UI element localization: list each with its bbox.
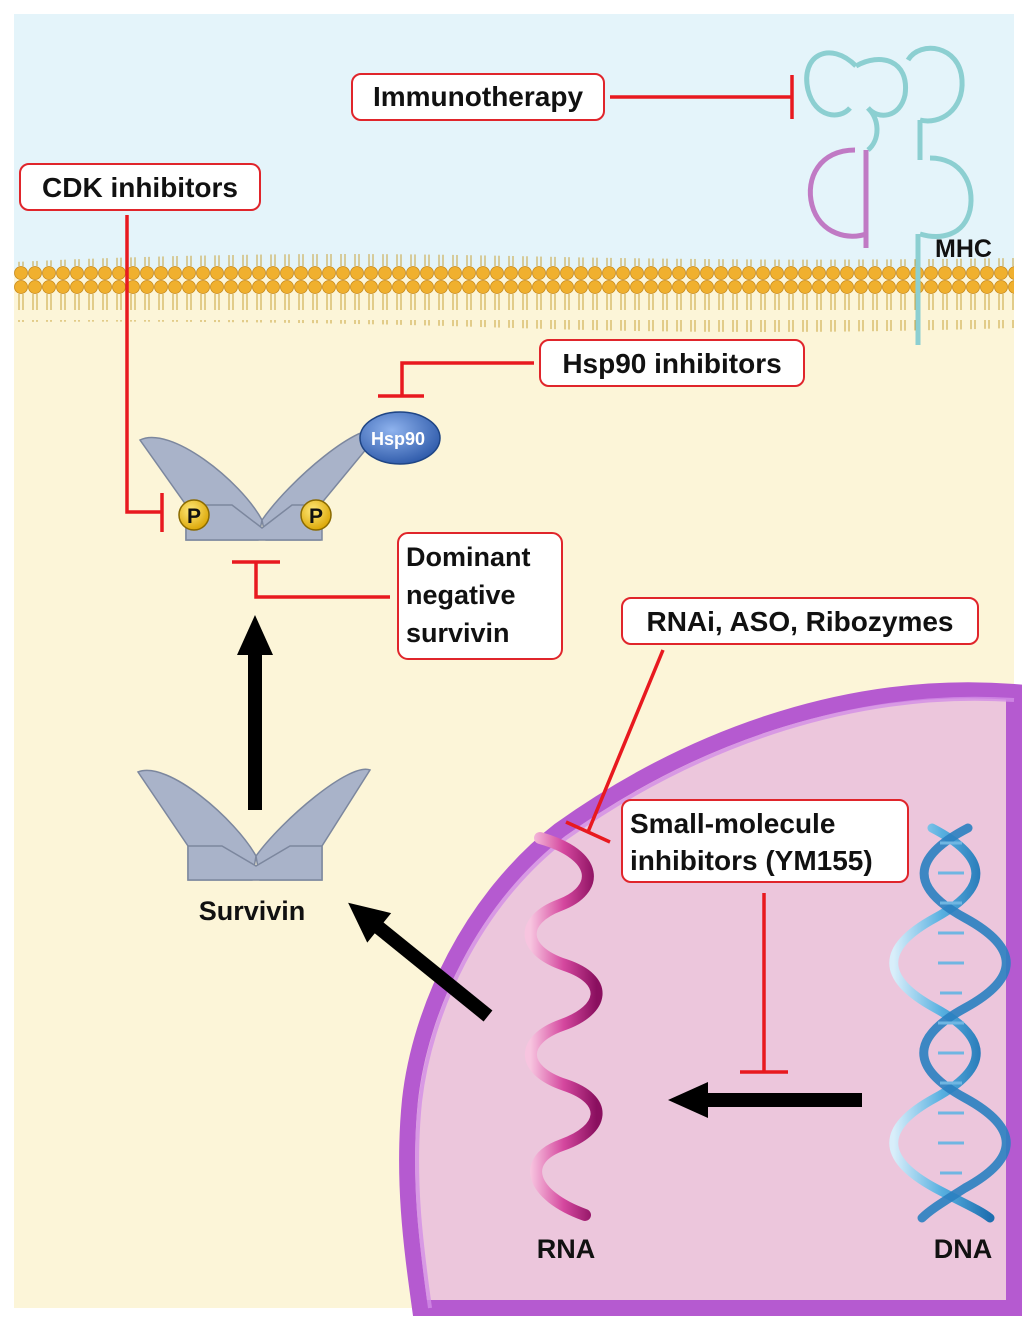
rnai-label: RNAi, ASO, Ribozymes xyxy=(646,606,953,637)
cdk-inhibition-line xyxy=(125,215,162,514)
rnai-inhibition-line xyxy=(586,649,665,833)
phospho-left-circle xyxy=(178,499,210,531)
phospho-survivin-dimer xyxy=(138,428,384,541)
hsp90-inhibitors-label: Hsp90 inhibitors xyxy=(562,348,781,379)
dominant-negative-box xyxy=(397,532,563,660)
rna-strand xyxy=(524,832,603,1221)
mhc-label: MHC xyxy=(935,235,992,263)
cdk-inhibitors-box xyxy=(19,163,261,211)
dominant-negative-line1: Dominant xyxy=(406,542,531,572)
phospho-left-label: P xyxy=(187,505,201,528)
arrow-survivin-to-phospho xyxy=(237,615,273,810)
small-molecule-box xyxy=(621,799,909,883)
rnai-inhibition-bar xyxy=(565,820,611,844)
dominant-negative-inhibition-line xyxy=(254,562,390,599)
phospho-right-circle xyxy=(300,499,332,531)
survivin-dimer xyxy=(136,768,372,881)
survivin-label: Survivin xyxy=(199,896,306,926)
immunotherapy-box xyxy=(351,73,605,121)
arrow-dna-to-rna xyxy=(668,1082,862,1118)
nuclear-envelope-highlight xyxy=(415,696,1015,1309)
dna-label: DNA xyxy=(934,1234,993,1264)
hsp90-inhibitors-box xyxy=(539,339,805,387)
cell-membrane xyxy=(14,254,1014,332)
mhc-molecule xyxy=(804,45,974,345)
rna-label: RNA xyxy=(537,1234,596,1264)
dominant-negative-line3: survivin xyxy=(406,618,510,648)
small-molecule-line2: inhibitors (YM155) xyxy=(630,845,873,876)
small-molecule-line1: Small-molecule xyxy=(630,808,835,839)
arrow-rna-to-survivin xyxy=(348,902,493,1022)
hsp90-label: Hsp90 xyxy=(371,429,425,449)
dna-helix xyxy=(889,823,1011,1223)
cdk-inhibitors-label: CDK inhibitors xyxy=(42,172,238,203)
dominant-negative-line2: negative xyxy=(406,580,516,610)
immunotherapy-label: Immunotherapy xyxy=(373,81,583,112)
hsp90-inhibition-line xyxy=(400,361,534,396)
hsp90-protein xyxy=(359,411,441,465)
phospho-right-label: P xyxy=(309,505,323,528)
rnai-box xyxy=(621,597,979,645)
